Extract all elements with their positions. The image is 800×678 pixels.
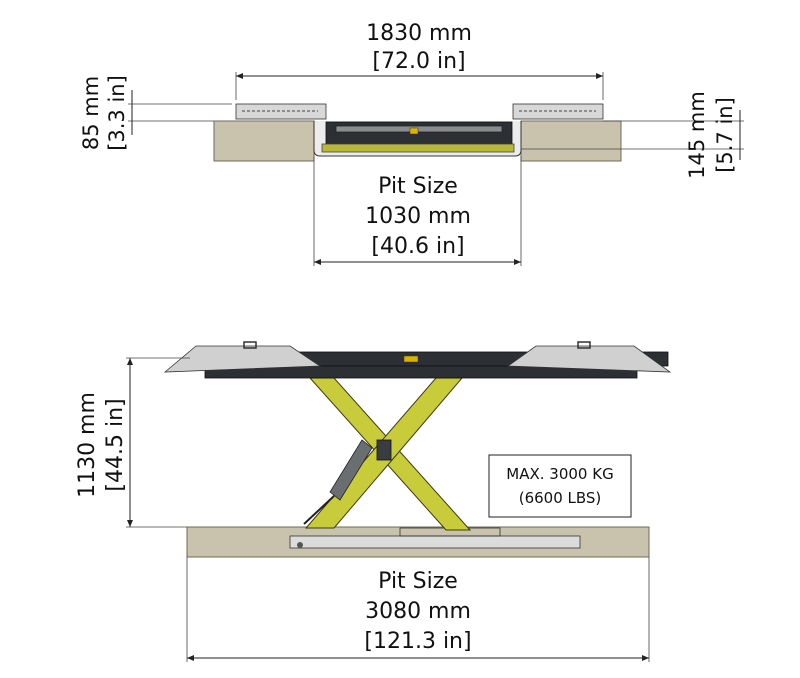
- cylinder-rod: [303, 495, 335, 525]
- base-roller: [297, 542, 303, 548]
- ramp-plate-left: [235, 103, 327, 120]
- lift-frame-inner: [335, 125, 503, 133]
- lift-height-in-label: [44.5 in]: [103, 398, 128, 491]
- width-in-label: [72.0 in]: [372, 49, 465, 74]
- width-mm-label: 1830 mm: [366, 21, 472, 46]
- lift-height-mm-label: 1130 mm: [75, 392, 100, 498]
- capacity-box: [488, 454, 632, 518]
- ground-right: [520, 120, 622, 162]
- ramp-right: [506, 345, 672, 373]
- capacity-line1: MAX. 3000 KG: [506, 465, 613, 483]
- height-right-mm-label: 145 mm: [685, 91, 709, 179]
- pit-bottom-title: Pit Size: [378, 569, 458, 594]
- top-view: 1830 mm [72.0 in] 85 mm [3.3 in] 145 mm …: [79, 21, 744, 266]
- pit-top-title: Pit Size: [378, 174, 458, 199]
- ramp-handle-left: [243, 341, 257, 349]
- ramp-plate-right: [512, 103, 604, 120]
- pit-bottom-mm-label: 3080 mm: [365, 599, 471, 624]
- lift-frame-lowered: [325, 121, 513, 145]
- pivot-plate: [376, 439, 392, 461]
- base-plate: [289, 535, 581, 549]
- height-left-in-label: [3.3 in]: [105, 75, 129, 151]
- frame-center-marker: [403, 355, 419, 363]
- frame-marker: [409, 127, 419, 135]
- ground-left: [213, 120, 315, 162]
- ramp-left: [163, 345, 322, 373]
- ramp-handle-right: [577, 341, 591, 349]
- side-view: 1130 mm [44.5 in] MAX. 3000 KG (6600 LBS…: [75, 341, 672, 662]
- lift-frame-lower: [204, 365, 638, 379]
- pit-top-mm-label: 1030 mm: [365, 204, 471, 229]
- height-left-mm-label: 85 mm: [79, 76, 103, 150]
- hydraulic-cylinder: [329, 439, 373, 501]
- height-right-in-label: [5.7 in]: [713, 97, 737, 173]
- capacity-line2: (6600 LBS): [519, 489, 602, 507]
- pit-bottom-in-label: [121.3 in]: [364, 629, 471, 654]
- pit-top-in-label: [40.6 in]: [371, 234, 464, 259]
- lift-base-strip: [321, 143, 515, 153]
